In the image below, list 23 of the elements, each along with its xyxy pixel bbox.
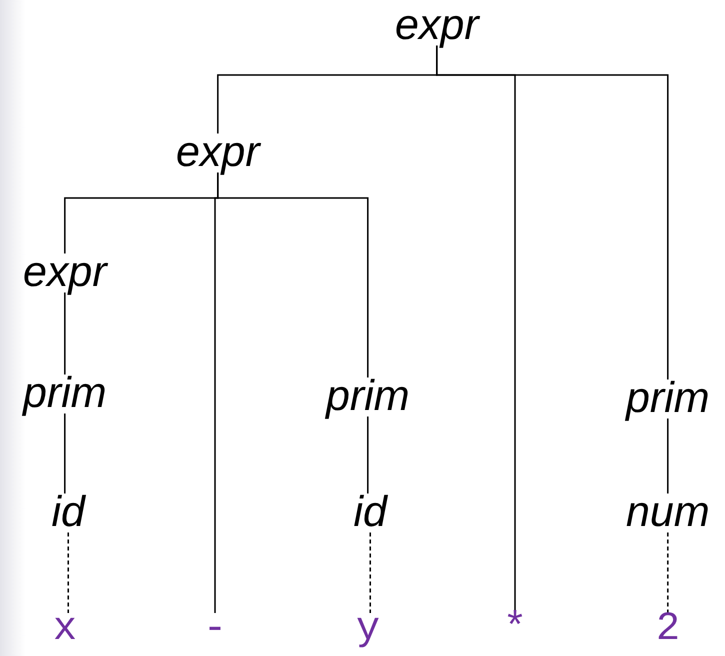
dashed-tree-edge — [667, 532, 669, 613]
tree-edge — [217, 172, 369, 378]
dashed-tree-edge — [369, 532, 371, 613]
tree-edge — [64, 292, 66, 374]
nonterminal-label: expr — [393, 4, 481, 46]
tree-edge — [436, 46, 669, 380]
nonterminal-label: num — [624, 490, 712, 534]
terminal-token: 2 — [654, 610, 682, 650]
terminal-token: x — [51, 610, 80, 650]
nonterminal-label: expr — [174, 130, 262, 174]
terminal-token: y — [354, 610, 382, 650]
dashed-tree-edge — [67, 532, 69, 613]
tree-edge — [367, 416, 369, 494]
nonterminal-label: expr — [21, 250, 109, 294]
nonterminal-label: id — [50, 490, 87, 534]
terminal-token: - — [201, 610, 230, 650]
tree-edge — [667, 418, 669, 494]
nonterminal-label: id — [352, 490, 389, 534]
nonterminal-label: prim — [21, 372, 109, 414]
nonterminal-label: prim — [324, 374, 412, 418]
tree-edge — [64, 414, 66, 494]
nonterminal-label: prim — [624, 376, 712, 420]
terminal-token: * — [501, 610, 530, 650]
